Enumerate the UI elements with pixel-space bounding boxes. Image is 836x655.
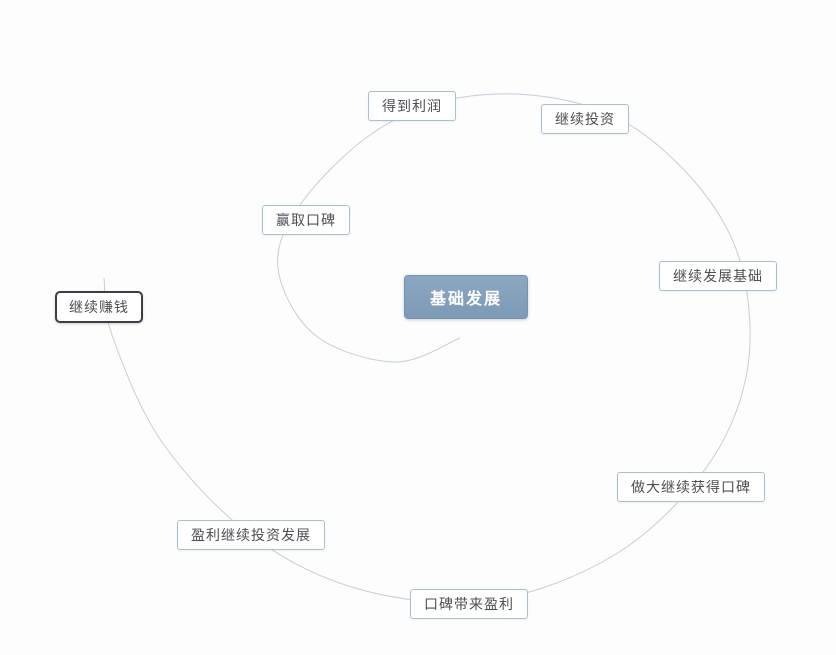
node-continue-developing-foundation[interactable]: 继续发展基础 [659,261,777,291]
node-continue-earning[interactable]: 继续赚钱 [55,291,143,323]
central-topic-node[interactable]: 基础发展 [404,275,529,319]
node-continue-investing[interactable]: 继续投资 [541,104,629,134]
node-grow-gain-reputation[interactable]: 做大继续获得口碑 [617,472,765,502]
node-get-profit[interactable]: 得到利润 [368,91,456,121]
node-reputation-brings-profit[interactable]: 口碑带来盈利 [410,589,528,619]
node-profit-reinvest-develop[interactable]: 盈利继续投资发展 [177,520,325,550]
node-win-reputation[interactable]: 赢取口碑 [262,205,350,235]
